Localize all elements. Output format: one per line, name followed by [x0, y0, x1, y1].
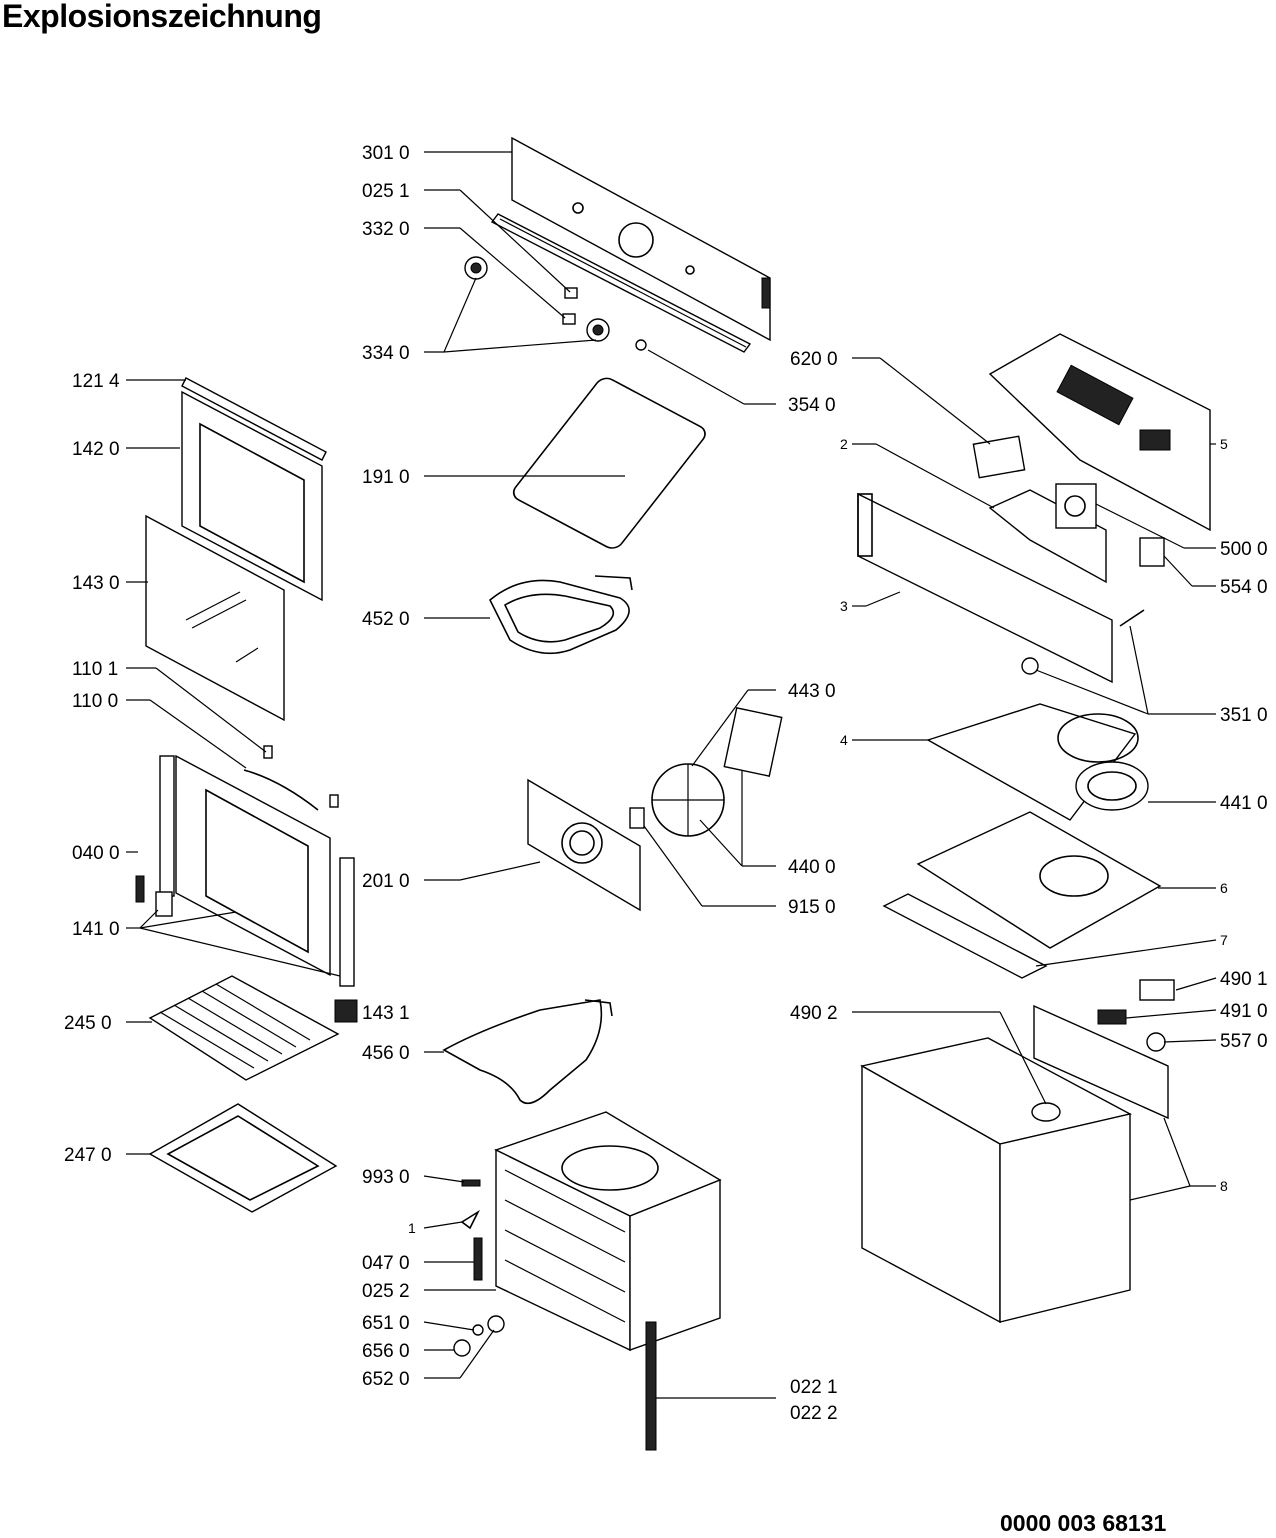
callout-110-1: 110 1 [72, 659, 118, 680]
part-panel-bracket [857, 483, 1165, 684]
callout-022-1: 022 1 [790, 1377, 838, 1398]
callout-245-0: 245 0 [64, 1013, 112, 1034]
part-door-frame [181, 390, 323, 602]
part-bottom-heater [442, 999, 613, 1105]
part-control-panel [511, 136, 771, 342]
callout-110-0: 110 0 [72, 691, 118, 712]
callout-191-0: 191 0 [362, 467, 410, 488]
part-panel-rail [490, 213, 752, 353]
part-knobs [464, 256, 647, 351]
callout-047-0: 047 0 [362, 1253, 410, 1274]
callout-142-0: 142 0 [72, 439, 120, 460]
part-door-inner [135, 754, 355, 987]
part-fan-housing [926, 703, 1149, 821]
callout-656-0: 656 0 [362, 1341, 410, 1362]
callout-441-0: 441 0 [1220, 793, 1268, 814]
part-top-heater [489, 575, 633, 655]
callout-351-0: 351 0 [1220, 705, 1268, 726]
part-baking-tray [148, 1103, 338, 1213]
part-control-board [972, 333, 1211, 532]
callout-651-0: 651 0 [362, 1313, 410, 1334]
part-door-seal [512, 377, 706, 549]
callout-915-0: 915 0 [788, 897, 836, 918]
part-door-handle [243, 745, 339, 811]
page-title: Explosionszeichnung [2, 0, 322, 34]
callout-5: 5 [1220, 436, 1228, 452]
callout-620-0: 620 0 [790, 349, 838, 370]
callout-3: 3 [840, 598, 848, 614]
callout-040-0: 040 0 [72, 843, 120, 864]
callout-141-0: 141 0 [72, 919, 120, 940]
callout-652-0: 652 0 [362, 1369, 410, 1390]
callout-201-0: 201 0 [362, 871, 410, 892]
part-front-strip [882, 893, 1048, 979]
callout-301-0: 301 0 [362, 143, 410, 164]
callout-labels: 301 0 025 1 332 0 334 0 354 0 121 4 142 … [64, 143, 1268, 1424]
leader-lines [126, 151, 1217, 1399]
part-fan-assembly [629, 707, 783, 837]
part-small-hardware [453, 1179, 657, 1451]
callout-022-2: 022 2 [790, 1403, 838, 1424]
callout-4: 4 [840, 732, 848, 748]
callout-6: 6 [1220, 880, 1228, 896]
callout-2: 2 [840, 436, 848, 452]
callout-354-0: 354 0 [788, 395, 836, 416]
callout-143-1: 143 1 [362, 1003, 410, 1024]
callout-440-0: 440 0 [788, 857, 836, 878]
callout-121-4: 121 4 [72, 371, 120, 392]
part-fan-cover [527, 778, 641, 912]
callout-8: 8 [1220, 1178, 1228, 1194]
part-top-cover [916, 811, 1162, 949]
callout-554-0: 554 0 [1220, 577, 1268, 598]
callout-025-2: 025 2 [362, 1281, 410, 1302]
callout-993-0: 993 0 [362, 1167, 410, 1188]
callout-490-2: 490 2 [790, 1003, 838, 1024]
document-number: 0000 003 68131 [1000, 1510, 1167, 1536]
callout-143-0: 143 0 [72, 573, 120, 594]
part-wire-rack [148, 975, 340, 1081]
part-door-top-strip [181, 377, 327, 461]
callout-7: 7 [1220, 932, 1228, 948]
callout-247-0: 247 0 [64, 1145, 112, 1166]
callout-456-0: 456 0 [362, 1043, 410, 1064]
callout-500-0: 500 0 [1220, 539, 1268, 560]
callout-1: 1 [408, 1220, 416, 1236]
callout-334-0: 334 0 [362, 343, 410, 364]
callout-452-0: 452 0 [362, 609, 410, 630]
callout-557-0: 557 0 [1220, 1031, 1268, 1052]
part-clip [334, 999, 358, 1023]
callout-490-1: 490 1 [1220, 969, 1268, 990]
callout-025-1: 025 1 [362, 181, 410, 202]
part-door-glass [145, 514, 285, 722]
callout-443-0: 443 0 [788, 681, 836, 702]
callout-491-0: 491 0 [1220, 1001, 1268, 1022]
part-oven-cavity [494, 1111, 722, 1352]
part-outer-housing [860, 979, 1175, 1324]
callout-332-0: 332 0 [362, 219, 410, 240]
